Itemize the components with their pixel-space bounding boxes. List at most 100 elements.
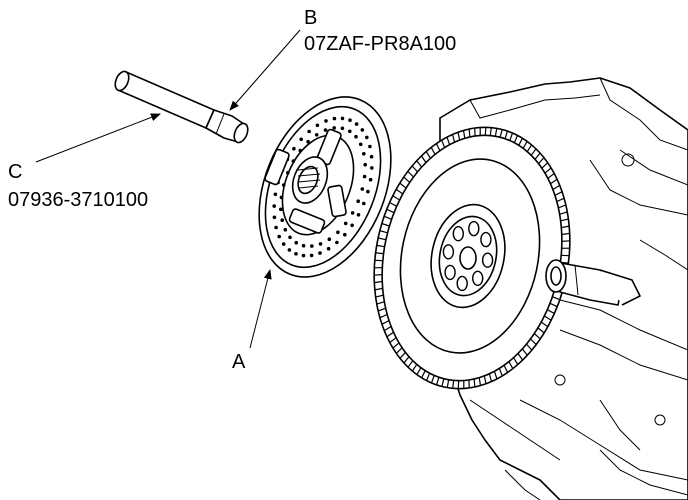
ring-gear-tooth: [374, 274, 383, 276]
ring-gear-tooth: [389, 337, 397, 343]
ring-gear-tooth: [484, 127, 487, 136]
disc-rivet: [332, 116, 337, 121]
ring-gear-tooth: [399, 182, 407, 189]
ring-gear-tooth: [416, 160, 423, 168]
callout-c-leader: [35, 113, 161, 163]
disc-rivet: [360, 187, 365, 191]
ring-gear-tooth: [538, 157, 545, 165]
disc-rivet: [323, 128, 328, 132]
callout-c-letter: C: [8, 161, 22, 183]
ring-gear-tooth: [375, 294, 384, 298]
ring-gear-tooth: [493, 371, 498, 380]
disc-rivet: [366, 189, 370, 194]
ring-gear-tooth: [430, 147, 436, 155]
disc-rivet: [309, 253, 314, 258]
ring-gear-tooth: [530, 148, 537, 156]
disc-rivet: [362, 201, 366, 206]
ring-gear-tooth: [452, 380, 455, 389]
callout-a-letter: A: [232, 351, 246, 373]
callout-b-leader: [229, 29, 301, 111]
ring-gear-tooth: [386, 208, 395, 214]
flywheel-holder-tool: [545, 259, 641, 306]
ring-gear-tooth: [377, 237, 387, 241]
disc-rivet: [362, 152, 366, 156]
ring-gear-tooth: [554, 191, 563, 196]
ring-gear-tooth: [381, 320, 390, 325]
disc-rivet: [294, 252, 298, 256]
flywheel-bolt: [456, 275, 468, 292]
disc-rivets: [272, 116, 374, 258]
ring-gear-tooth: [377, 307, 386, 312]
disc-rivet: [335, 240, 339, 245]
disc-rivet: [354, 134, 358, 139]
disc-rivet: [370, 166, 374, 170]
ring-gear-tooth: [399, 351, 406, 359]
ring-gear-tooth: [381, 222, 390, 227]
callout-a-leader: [249, 269, 272, 349]
ring-gear-tooth: [559, 211, 568, 215]
ring-gear-tooth: [503, 364, 509, 373]
ring-gear-tooth: [549, 302, 558, 308]
ring-gear-tooth: [395, 347, 403, 354]
ring-gear-tooth: [552, 296, 561, 301]
ring-gear-tooth: [392, 195, 400, 201]
disc-rivet: [292, 146, 296, 151]
disc-rivet: [318, 251, 322, 255]
disc-rivet: [283, 227, 288, 232]
ring-gear-tooth: [376, 301, 385, 305]
ring-gear-tooth: [457, 132, 461, 141]
ring-gear-tooth: [526, 144, 533, 152]
ring-gear-tooth: [547, 173, 555, 179]
ring-gear-tooth: [561, 232, 570, 236]
ring-gear-tooth: [403, 356, 410, 364]
disc-rivet: [354, 122, 359, 126]
disc-rivet: [280, 218, 285, 222]
disc-rivet: [315, 123, 320, 128]
flywheel-bolt: [481, 252, 494, 268]
disc-rivet: [272, 204, 277, 208]
ring-gear-tooth: [512, 357, 519, 365]
ring-gear-tooth: [407, 170, 414, 178]
flywheel-bolt: [468, 220, 480, 237]
disc-rivet: [294, 240, 299, 245]
ring-gear-tooth: [420, 155, 427, 163]
ring-gear-tooth: [556, 197, 565, 203]
disc-rivet: [369, 154, 374, 159]
flywheel-bolt: [472, 270, 484, 286]
clutch-disc: [258, 96, 392, 278]
ring-gear-tooth: [521, 348, 528, 356]
ring-gear-tooth: [561, 225, 570, 229]
disc-rivet: [343, 221, 348, 226]
ring-gear-tooth: [457, 380, 460, 389]
ring-gear-tooth: [407, 360, 414, 368]
ring-gear-tooth: [421, 370, 426, 379]
disc-rivet: [343, 232, 347, 237]
disc-rivet: [274, 225, 278, 230]
callout-b-part-number: 07ZAF-PR8A100: [304, 33, 456, 55]
ring-gear-tooth: [374, 280, 383, 284]
disc-rivet: [332, 126, 337, 130]
ring-gear-tooth: [411, 165, 418, 173]
disc-rivet: [277, 234, 282, 239]
callout-c-part-number: 07936-3710100: [8, 189, 148, 211]
flywheel-bolt: [480, 231, 492, 248]
disc-rivet: [273, 192, 278, 197]
ring-gear-tooth: [386, 331, 394, 338]
ring-gear-tooth: [537, 327, 545, 334]
disc-rivet: [358, 142, 363, 147]
ring-gear-tooth: [473, 378, 476, 388]
ring-gear-tooth: [558, 204, 567, 209]
ring-gear-tooth: [451, 134, 456, 143]
disc-rivet: [318, 242, 323, 246]
disc-rivet: [327, 237, 332, 241]
ring-gear-tooth: [540, 321, 549, 328]
ring-gear-tooth: [441, 378, 445, 387]
disc-rivet: [356, 199, 361, 203]
disc-rivet: [288, 235, 292, 240]
ring-gear-tooth: [374, 287, 383, 291]
ring-gear-tooth: [560, 218, 569, 222]
disc-rivet: [340, 126, 345, 131]
damper-springs: [264, 128, 347, 234]
flywheel: [373, 126, 571, 390]
ring-gear-tooth: [494, 128, 498, 137]
